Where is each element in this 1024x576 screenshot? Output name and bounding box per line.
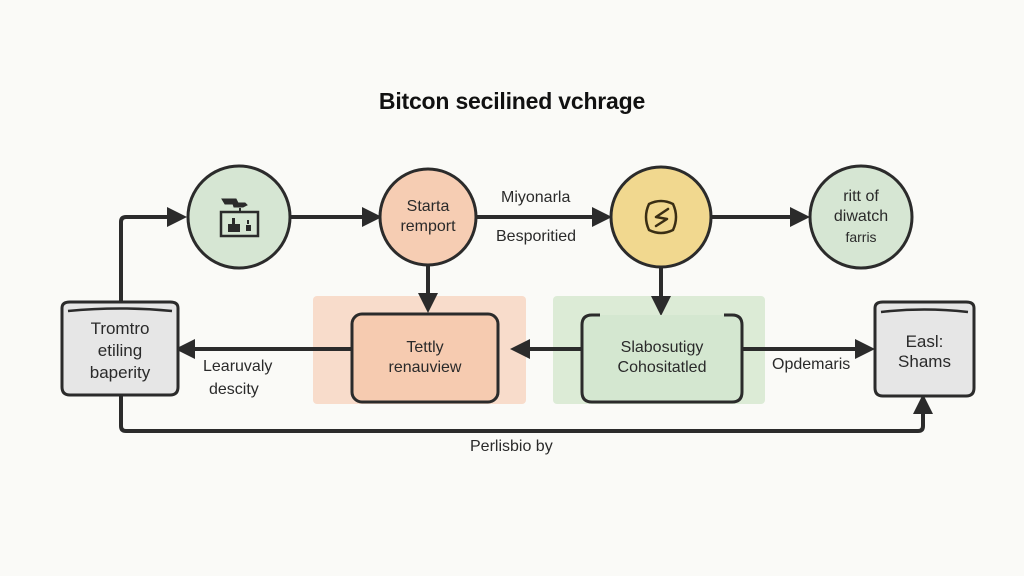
review-line-1: Tettly [406,339,444,356]
start-report-line-1: Starta [406,198,450,215]
consolidated-line-2: Cohositatled [617,359,707,376]
watch-line-2: diwatch [833,208,889,225]
edge-label-left-1: Learuvaly [203,358,273,375]
left-database[interactable] [60,300,180,397]
left-db-line-1: Tromtro [90,319,150,338]
start-report-label: Starta remport [380,195,476,239]
start-node[interactable] [186,164,292,270]
start-report-node[interactable] [378,167,478,267]
consolidated-box[interactable] [580,313,744,404]
edge-label-right: Opdemaris [772,356,851,373]
review-box-label: Tettly renauview [352,336,498,380]
machine-icon [219,198,260,238]
left-db-line-2: etiling [97,341,143,360]
edge-label-bottom: Perlisbio by [470,438,553,455]
left-db-label: Tromtro etiling baperity [62,318,178,384]
consolidated-box-label: Slabosutigy Cohositatled [582,336,742,380]
right-db-line-1: Easl: [905,332,944,351]
edge-label-top-1: Miyonarla [501,189,571,206]
watch-line-3: farris [845,229,877,245]
watch-line-1: ritt of [843,188,879,205]
right-database[interactable] [873,300,976,398]
right-db-line-2: Shams [898,352,951,371]
review-box[interactable] [350,312,500,404]
edge-leftdb-to-start [119,207,187,308]
exchange-icon [644,199,678,235]
left-db-line-3: baperity [89,363,151,382]
review-line-2: renauview [388,359,462,376]
watch-node[interactable] [808,164,914,270]
edge-label-top-2: Besporitied [496,228,577,245]
right-db-label: Easl: Shams [875,330,974,374]
watch-node-label: ritt of diwatch farris [810,186,912,248]
consolidated-line-1: Slabosutigy [620,339,704,356]
start-report-line-2: remport [400,218,456,235]
edge-leftdb-to-rightdb-bottom [119,394,933,433]
edge-label-left-2: descity [209,381,259,398]
diagram-title: Bitcon secilined vchrage [378,88,646,114]
